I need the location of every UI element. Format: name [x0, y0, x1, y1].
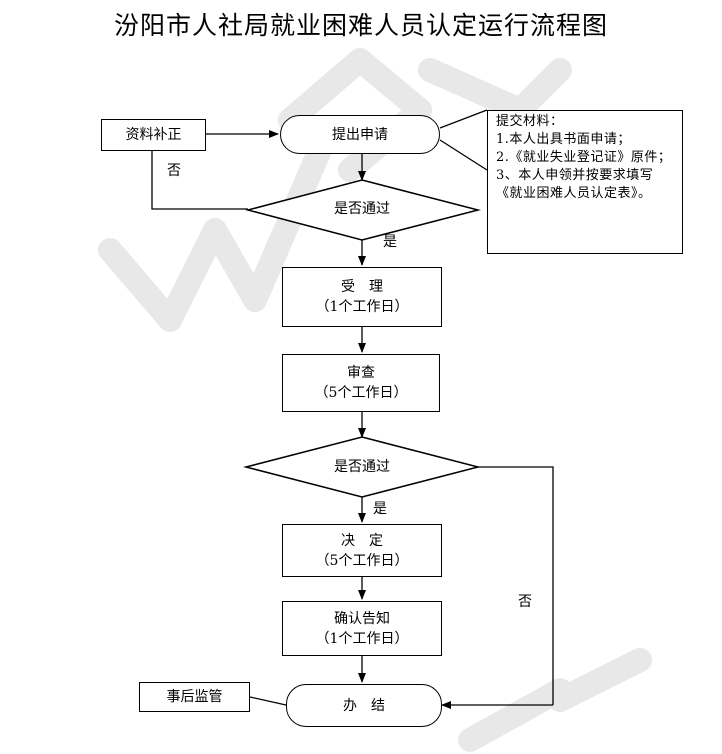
decision-diamond-2: [243, 436, 481, 498]
review-line1: 审查: [347, 365, 375, 381]
submit-terminal: 提出申请: [280, 115, 440, 154]
branch-yes-1: 是: [383, 234, 397, 250]
check2-label: 是否通过: [334, 459, 390, 475]
decide-line1: 决 定: [341, 532, 383, 549]
note-item-2: 2.《就业失业登记证》原件；: [496, 150, 672, 165]
supervise-label: 事后监管: [166, 689, 223, 705]
check1-label: 是否通过: [334, 201, 390, 217]
confirm-line1: 确认告知: [334, 610, 390, 627]
submit-label: 提出申请: [332, 126, 388, 143]
note-heading: 提交材料：: [496, 114, 564, 129]
supplement-label: 资料补正: [125, 127, 182, 143]
materials-note: 提交材料： 1.本人出具书面申请； 2.《就业失业登记证》原件； 3、本人申领并…: [487, 110, 683, 254]
confirm-line2: （1个工作日）: [315, 630, 409, 647]
complete-label: 办 结: [343, 697, 385, 714]
accept-box: 受 理 （1个工作日）: [282, 267, 442, 327]
complete-terminal: 办 结: [286, 684, 442, 727]
branch-no-1: 否: [167, 163, 181, 179]
page-title: 汾阳市人社局就业困难人员认定运行流程图: [113, 11, 608, 40]
review-line2: （5个工作日）: [314, 385, 408, 401]
decide-box: 决 定 （5个工作日）: [282, 524, 442, 577]
decision-diamond-1: [245, 179, 481, 241]
supervise-box: 事后监管: [139, 682, 250, 712]
decide-line2: （5个工作日）: [315, 552, 409, 569]
accept-line2: （1个工作日）: [315, 299, 409, 315]
branch-no-2: 否: [518, 594, 532, 610]
note-item-3: 3、本人申领并按要求填写《就业困难人员认定表》。: [496, 168, 654, 201]
supplement-box: 资料补正: [101, 119, 206, 151]
note-item-1: 1.本人出具书面申请；: [496, 132, 631, 147]
accept-line1: 受 理: [341, 279, 383, 295]
review-box: 审查 （5个工作日）: [282, 354, 440, 412]
confirm-box: 确认告知 （1个工作日）: [282, 601, 442, 656]
branch-yes-2: 是: [373, 501, 387, 517]
